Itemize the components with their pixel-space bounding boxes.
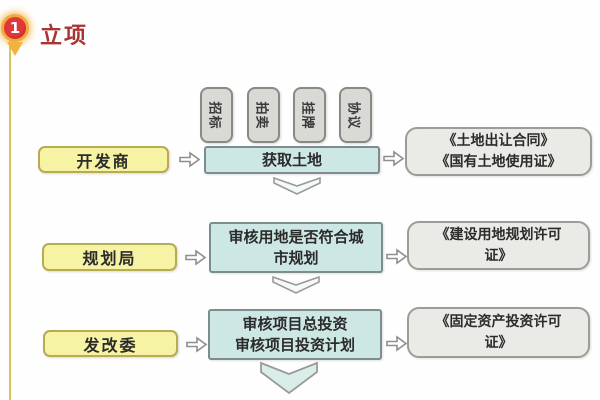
method-chip: 拍卖 [247,87,280,143]
page-title: 立项 [40,24,89,49]
timeline-line [9,40,11,400]
arrow-right-icon [186,336,208,353]
action-box-review-investment: 审核项目总投资 审核项目投资计划 [208,309,382,360]
action-box-review-land-use: 审核用地是否符合城 市规划 [209,222,383,273]
result-box-planning-permit: 《建设用地规划许可 证》 [407,221,590,270]
arrow-right-icon [179,151,201,168]
result-box-land-contract: 《土地出让合同》 《国有土地使用证》 [405,127,592,176]
arrow-right-icon [386,335,408,352]
step-pin: 1 [0,12,34,64]
method-label: 挂牌 [299,100,315,130]
action-box-acquire-land: 获取土地 [204,146,380,174]
arrow-down-icon [260,361,318,395]
method-label: 招标 [206,100,222,130]
method-label: 协议 [345,100,361,130]
method-chip: 招标 [200,87,233,143]
arrow-right-icon [386,248,408,265]
arrow-down-icon [272,275,320,294]
result-box-investment-permit: 《固定资产投资许可 证》 [407,307,590,358]
method-chip: 挂牌 [293,87,326,143]
step-number-badge: 1 [1,14,29,42]
actor-box-developer: 开发商 [38,146,169,173]
method-label: 拍卖 [253,100,269,130]
actor-box-planning-bureau: 规划局 [42,243,177,271]
pin-tail-icon [7,42,23,56]
arrow-down-icon [273,176,321,195]
arrow-right-icon [383,150,405,167]
actor-box-ndrc: 发改委 [43,330,178,357]
arrow-right-icon [185,249,207,266]
method-chip: 协议 [339,87,372,143]
